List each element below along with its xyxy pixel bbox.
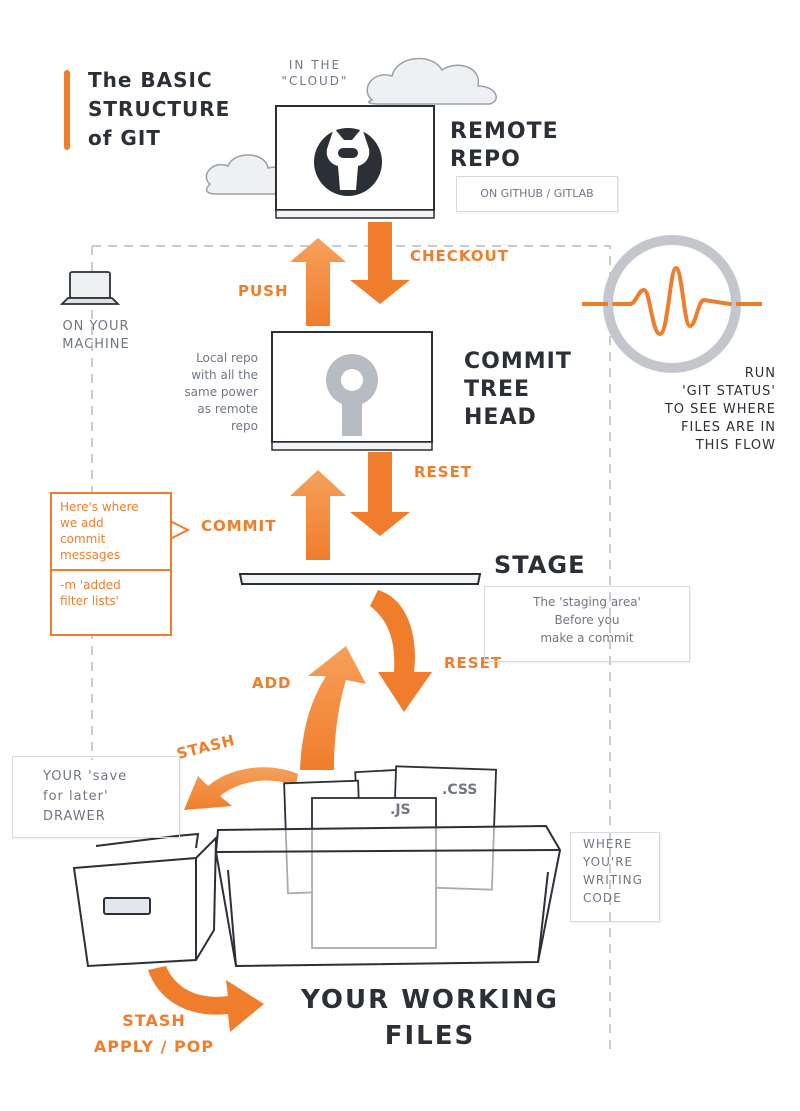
stash-apply-arrow [148, 966, 264, 1032]
working-files-line-1: YOUR WORKING [301, 985, 559, 1015]
push-arrow [290, 238, 346, 326]
commit-note-line-1: Here's where [60, 500, 139, 514]
local-desc-line-2: with all the [191, 368, 258, 382]
add-label: ADD [252, 674, 292, 692]
local-desc-line-4: as remote [197, 402, 258, 416]
commit-title-line-2: TREE [464, 377, 531, 402]
run-status-line-3: TO SEE WHERE [664, 402, 776, 417]
run-status-line-5: THIS FLOW [695, 438, 776, 453]
stash-apply-line-1: STASH [122, 1011, 186, 1030]
commit-example-line-2: filter lists' [60, 594, 119, 608]
drawer-note-line-3: DRAWER [43, 809, 106, 824]
cloud-label-line-2: "CLOUD" [281, 74, 349, 88]
machine-label-line-1: ON YOUR [62, 319, 130, 334]
remote-repo-title: REMOTE REPO [450, 118, 559, 174]
stash-drawer-note: YOUR 'save for later' DRAWER [12, 756, 180, 838]
stash-apply-label: STASH APPLY / POP [84, 1008, 224, 1060]
commit-title-line-1: COMMIT [464, 349, 572, 374]
run-status-line-4: FILES ARE IN [681, 420, 776, 435]
js-file-label: .JS [390, 802, 411, 818]
code-note-line-3: WRITING [583, 873, 643, 887]
reset-label-top: RESET [414, 463, 473, 481]
drawer-note-line-1: YOUR 'save [43, 769, 128, 784]
diagram-title: The BASIC STRUCTURE of GIT [88, 66, 288, 153]
remote-repo-subtitle: ON GITHUB / GITLAB [456, 176, 618, 212]
commit-note-example: -m 'added filter lists' [60, 577, 168, 609]
remote-title-line-1: REMOTE [450, 119, 559, 144]
status-pulse-icon [582, 235, 762, 373]
working-files-tray [214, 824, 562, 968]
title-line-3: of GIT [88, 126, 161, 150]
commit-note-line-2: we add [60, 516, 104, 530]
stage-shelf [238, 573, 482, 585]
css-file-label: .CSS [442, 782, 478, 798]
code-note-line-4: CODE [583, 891, 622, 905]
title-line-2: STRUCTURE [88, 97, 231, 121]
working-files-line-2: FILES [384, 1021, 476, 1051]
code-note-line-2: YOU'RE [583, 855, 634, 869]
title-accent-bar [64, 70, 70, 150]
local-desc-line-1: Local repo [196, 351, 258, 365]
commit-note-divider [52, 569, 170, 571]
commit-note-line-4: messages [60, 548, 121, 562]
local-desc-line-5: repo [230, 419, 258, 433]
machine-label: ON YOUR MACHINE [46, 318, 146, 354]
stage-description: The 'staging area' Before you make a com… [484, 586, 690, 662]
stash-arrow [184, 767, 298, 810]
push-label: PUSH [238, 282, 289, 300]
commit-label: COMMIT [201, 517, 277, 535]
run-status-line-1: RUN [744, 366, 776, 381]
stage-desc-line-3: make a commit [540, 631, 634, 645]
commit-note-top: Here's where we add commit messages [60, 499, 168, 563]
checkout-arrow [350, 222, 410, 304]
commit-arrow [290, 470, 346, 560]
reset-arrow-stage [370, 590, 432, 712]
code-note-line-1: WHERE [583, 837, 633, 851]
commit-title-line-3: HEAD [464, 405, 537, 430]
add-arrow [300, 646, 366, 770]
stage-title: STAGE [494, 551, 586, 579]
stash-apply-line-2: APPLY / POP [93, 1037, 215, 1056]
drawer-note-line-2: for later' [43, 789, 109, 804]
stage-desc-line-1: The 'staging area' [533, 595, 641, 609]
remote-title-line-2: REPO [450, 147, 521, 172]
machine-label-line-2: MACHINE [62, 337, 130, 352]
run-status-line-2: 'GIT STATUS' [682, 384, 776, 399]
title-line-1: The BASIC [88, 68, 213, 92]
stage-desc-line-2: Before you [554, 613, 620, 627]
checkout-label: CHECKOUT [410, 247, 509, 265]
git-status-note: RUN 'GIT STATUS' TO SEE WHERE FILES ARE … [626, 365, 776, 455]
laptop-icon [59, 271, 121, 305]
github-octocat-icon [314, 128, 382, 196]
commit-tree-head-title: COMMIT TREE HEAD [464, 348, 572, 432]
commit-example-line-1: -m 'added [60, 578, 121, 592]
local-repo-description: Local repo with all the same power as re… [158, 350, 258, 435]
working-files-title: YOUR WORKING FILES [300, 982, 560, 1054]
cloud-label: IN THE "CLOUD" [270, 57, 360, 89]
cloud-label-line-1: IN THE [288, 58, 342, 72]
keyhole-icon [326, 354, 378, 436]
commit-message-note: Here's where we add commit messages -m '… [50, 492, 172, 636]
drawer-icon [72, 832, 218, 968]
commit-note-line-3: commit [60, 532, 106, 546]
local-desc-line-3: same power [184, 385, 258, 399]
reset-label-stage: RESET [444, 654, 503, 672]
reset-arrow-top [350, 452, 410, 536]
writing-code-note: WHERE YOU'RE WRITING CODE [570, 832, 660, 922]
